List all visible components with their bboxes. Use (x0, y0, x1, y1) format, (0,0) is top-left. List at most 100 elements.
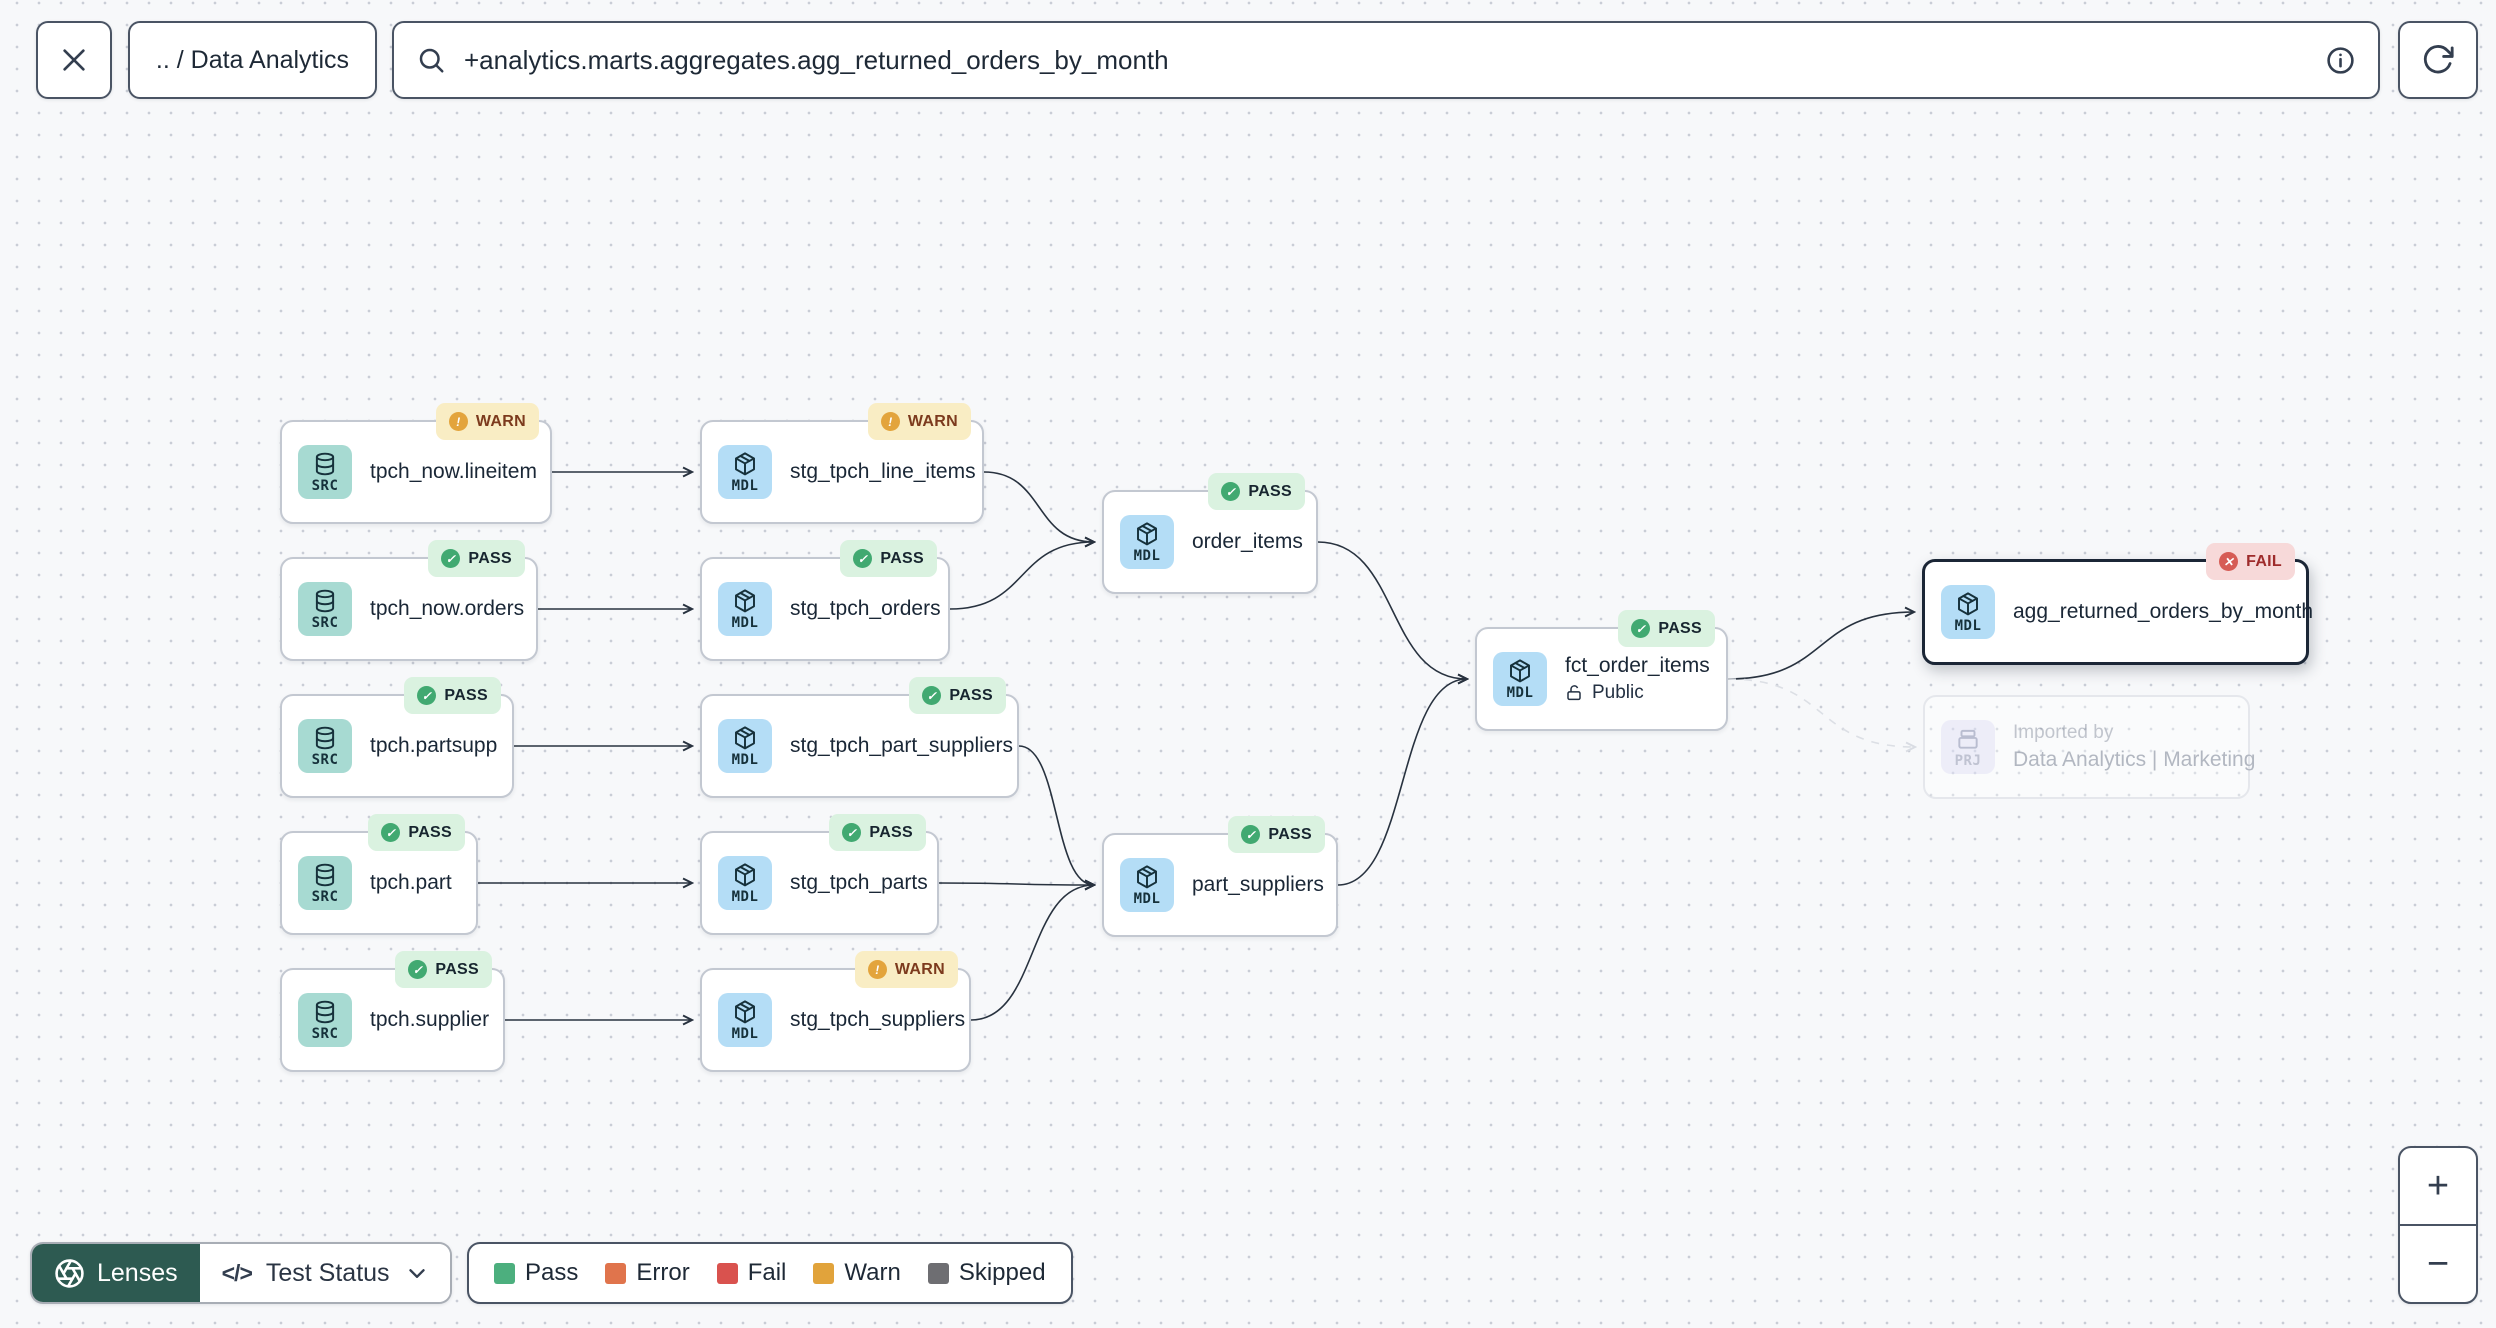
node-title: tpch_now.lineitem (370, 460, 537, 483)
check-circle-icon: ✓ (408, 960, 428, 979)
refresh-button[interactable] (2398, 21, 2478, 99)
search-input[interactable] (462, 43, 2309, 77)
warning-circle-icon: ! (448, 412, 468, 431)
status-badge-pass: ✓PASS (395, 951, 492, 988)
legend-item-error: Error (605, 1259, 690, 1287)
check-circle-icon: ✓ (381, 823, 401, 842)
zoom-in-button[interactable]: + (2400, 1148, 2476, 1226)
database-icon: SRC (298, 582, 352, 636)
database-icon: SRC (298, 445, 352, 499)
search-icon (416, 45, 446, 75)
status-badge-pass: ✓PASS (840, 540, 937, 577)
edge-part_suppliers-to-fct_order_items (1337, 679, 1467, 886)
edge-stg_tpch_suppliers-to-part_suppliers (970, 885, 1094, 1021)
check-circle-icon: ✓ (1241, 825, 1261, 844)
graph-node-tpch_now_orders[interactable]: ✓PASS SRC tpch_now.orders (280, 540, 538, 661)
edge-stg_tpch_line_items-to-order_items (983, 471, 1094, 542)
archive-icon: PRJ (1941, 720, 1995, 774)
cube-icon: MDL (1120, 515, 1174, 569)
aperture-icon (54, 1258, 85, 1289)
lens-selector-label: Test Status (265, 1258, 390, 1287)
search-bar[interactable] (392, 21, 2380, 99)
database-icon: SRC (298, 719, 352, 773)
status-badge-pass: ✓PASS (428, 540, 525, 577)
legend-swatch (813, 1262, 835, 1284)
edge-order_items-to-fct_order_items (1317, 541, 1467, 679)
status-badge-warn: !WARN (867, 403, 971, 440)
node-title: stg_tpch_suppliers (790, 1008, 966, 1031)
unlock-icon (1565, 684, 1583, 702)
node-labels: tpch_now.lineitem (370, 460, 537, 484)
node-title: tpch.part (370, 871, 452, 894)
database-icon: SRC (298, 993, 352, 1047)
legend-item-fail: Fail (716, 1259, 786, 1287)
status-badge-pass: ✓PASS (909, 677, 1006, 714)
lens-selector-dropdown[interactable]: </> Test Status (199, 1244, 450, 1302)
refresh-icon (2421, 43, 2455, 77)
status-badge-pass: ✓PASS (1618, 610, 1715, 647)
node-title: order_items (1192, 530, 1303, 553)
node-labels: stg_tpch_suppliers (790, 1008, 966, 1032)
node-access: Public (1565, 682, 1708, 704)
legend-label: Skipped (958, 1259, 1046, 1286)
edge-stg_tpch_part_suppliers-to-part_suppliers (1018, 745, 1094, 885)
node-labels: tpch.supplier (370, 1008, 489, 1032)
node-labels: agg_returned_orders_by_month (2013, 600, 2313, 624)
node-labels: stg_tpch_parts (790, 871, 928, 895)
database-icon: SRC (298, 856, 352, 910)
chevron-down-icon (404, 1260, 430, 1286)
legend-swatch (605, 1262, 627, 1284)
legend-item-warn: Warn (813, 1259, 901, 1287)
node-labels: tpch.part (370, 871, 452, 895)
legend-swatch (716, 1262, 738, 1284)
node-labels: tpch.partsupp (370, 734, 498, 758)
cube-icon: MDL (718, 856, 772, 910)
cube-icon: MDL (1120, 858, 1174, 912)
check-circle-icon: ✓ (417, 686, 437, 705)
node-title: fct_order_items (1565, 654, 1710, 677)
check-circle-icon: ✓ (1221, 482, 1241, 501)
warning-circle-icon: ! (867, 960, 887, 979)
legend-swatch (927, 1262, 949, 1284)
breadcrumb-label: .. / Data Analytics (155, 45, 350, 74)
check-circle-icon: ✓ (853, 549, 873, 568)
zoom-out-button[interactable]: − (2426, 1242, 2450, 1285)
graph-node-tpch_supplier[interactable]: ✓PASS SRC tpch.supplier (280, 951, 505, 1072)
close-button[interactable] (36, 21, 112, 99)
node-labels: tpch_now.orders (370, 597, 524, 621)
lenses-button[interactable]: Lenses (32, 1244, 200, 1302)
legend-swatch (494, 1262, 515, 1284)
edge-fct_order_items-to-imported_by (1727, 678, 1915, 747)
node-title: part_suppliers (1192, 873, 1324, 896)
node-title: tpch.partsupp (370, 734, 498, 757)
check-circle-icon: ✓ (922, 686, 942, 705)
cube-icon: MDL (718, 445, 772, 499)
node-labels: stg_tpch_part_suppliers (790, 734, 1013, 758)
node-sublabel: Imported by (2013, 722, 2114, 743)
cube-icon: MDL (718, 993, 772, 1047)
node-title: stg_tpch_part_suppliers (790, 734, 1013, 757)
node-labels: stg_tpch_orders (790, 597, 941, 621)
lenses-label: Lenses (97, 1258, 178, 1287)
fail-circle-icon: ✕ (2219, 552, 2239, 571)
breadcrumb[interactable]: .. / Data Analytics (128, 21, 377, 99)
legend-item-skipped: Skipped (927, 1259, 1046, 1287)
info-icon[interactable] (2325, 45, 2356, 76)
cube-icon: MDL (1493, 652, 1547, 706)
